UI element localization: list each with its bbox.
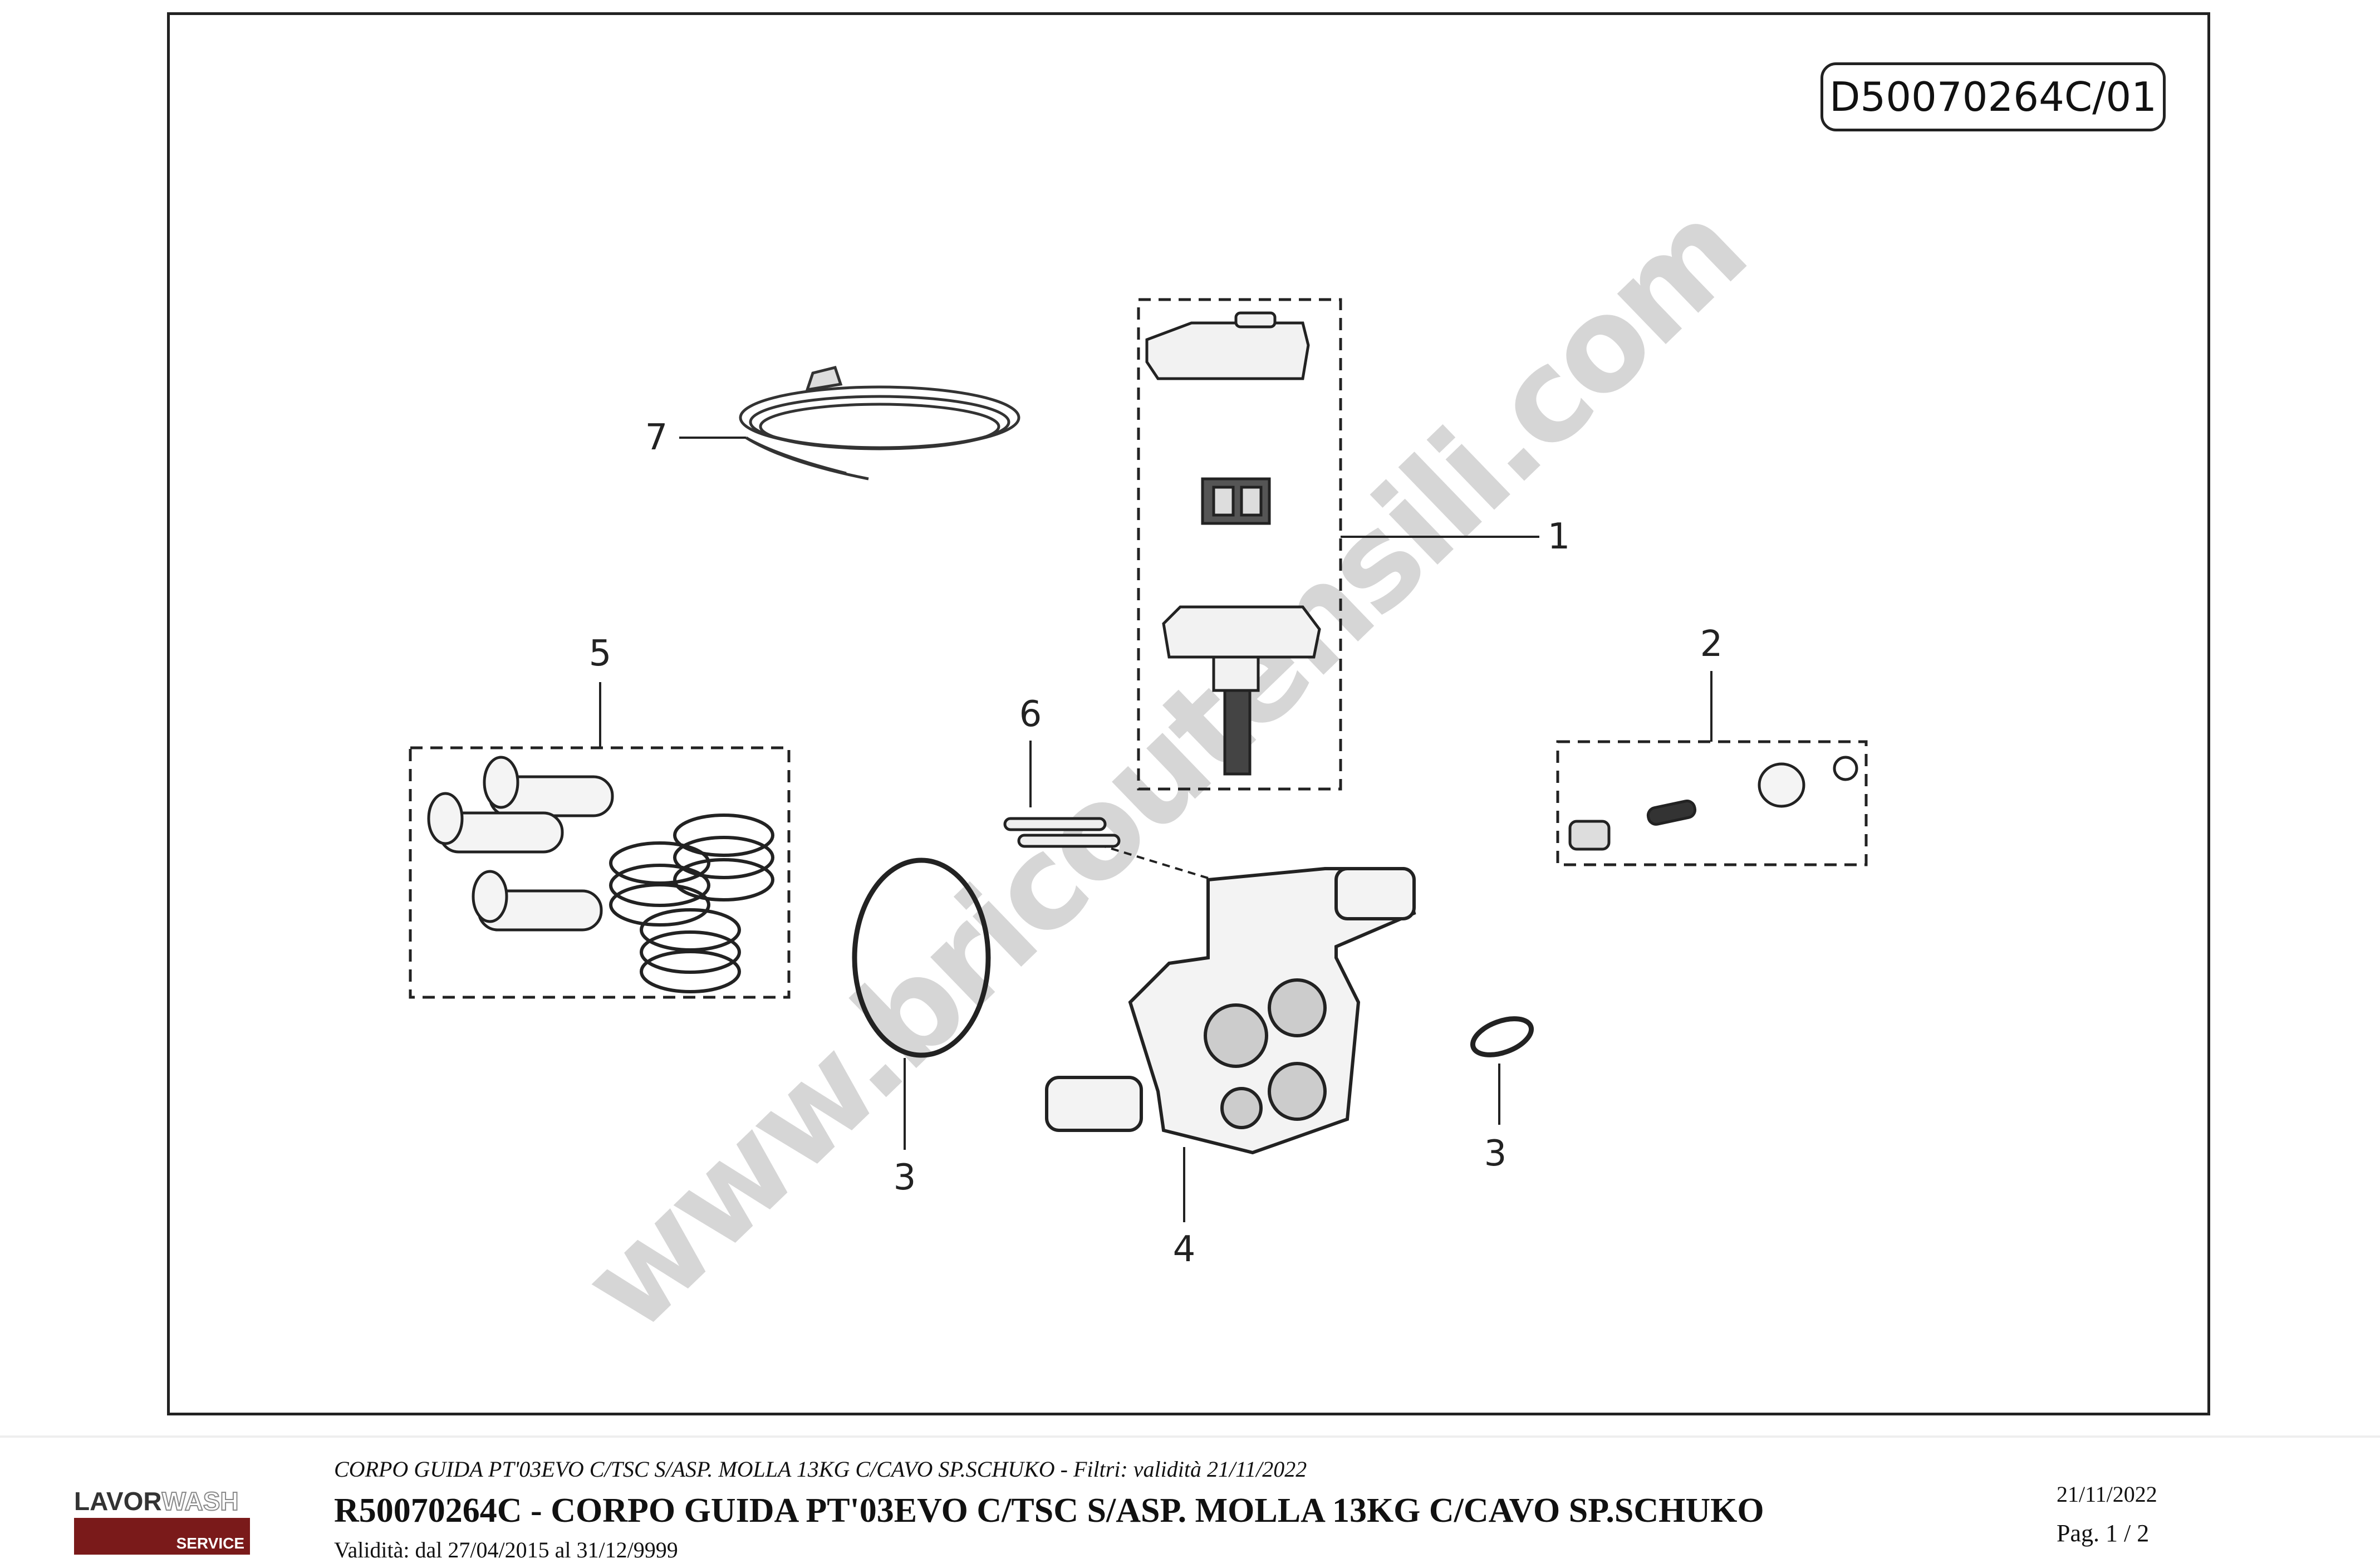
footer-subtitle: CORPO GUIDA PT'03EVO C/TSC S/ASP. MOLLA … (334, 1457, 1307, 1482)
callout-7: 7 (645, 417, 668, 458)
callout-1: 1 (1547, 516, 1571, 557)
part-6-pins (1003, 817, 1121, 848)
part-3-oring-large (852, 857, 991, 1058)
callout-5: 5 (588, 633, 612, 674)
callout-3-small-oring: 3 (1484, 1133, 1507, 1174)
footer-divider (0, 1435, 2380, 1438)
callout-6: 6 (1019, 694, 1042, 735)
callout-2: 2 (1700, 624, 1723, 665)
drawing-frame (167, 12, 2210, 1415)
footer-page-number: Pag. 1 / 2 (2057, 1520, 2150, 1547)
footer-validity: Validità: dal 27/04/2015 al 31/12/9999 (334, 1537, 678, 1562)
group-2-box (1556, 740, 1868, 866)
part-2-valve-parts (1568, 756, 1858, 851)
callout-3-oring: 3 (893, 1157, 916, 1198)
part-3-oring-small (1470, 1016, 1534, 1057)
group-1-box (1137, 298, 1342, 791)
footer-title: R50070264C - CORPO GUIDA PT'03EVO C/TSC … (334, 1492, 1764, 1530)
part-7-cable (739, 366, 1020, 481)
drawing-code-label: D50070264C/01 (1820, 62, 2166, 131)
footer-date: 21/11/2022 (2057, 1482, 2157, 1507)
part-4-pump-body (1045, 867, 1416, 1155)
callout-4: 4 (1172, 1229, 1196, 1270)
leader-6-dash (1085, 840, 1214, 881)
part-1-switch-assembly (1145, 311, 1321, 776)
part-5-pistons-springs (427, 756, 774, 993)
